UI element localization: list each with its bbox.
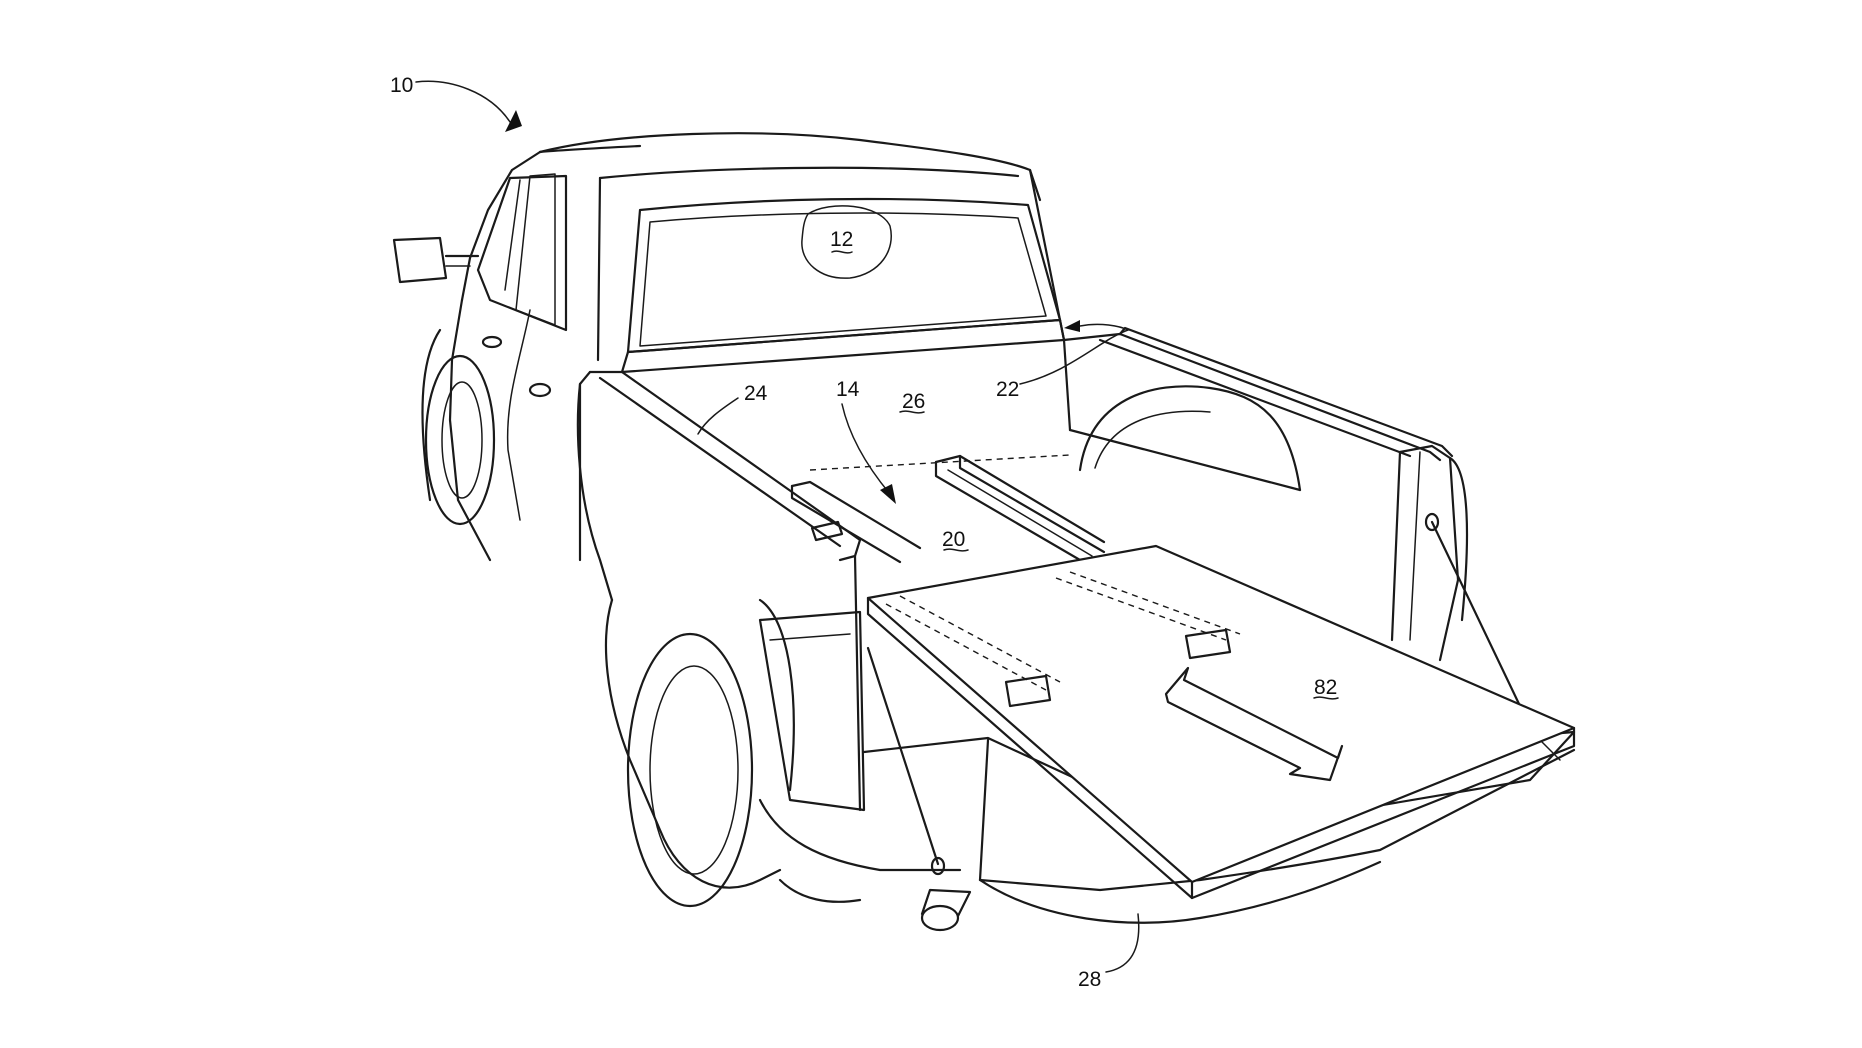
label-14: 14 <box>836 378 860 401</box>
label-26: 26 <box>902 390 925 413</box>
label-82: 82 <box>1314 676 1337 699</box>
label-22: 22 <box>996 378 1019 401</box>
arrow-14 <box>880 484 896 504</box>
label-10: 10 <box>390 74 413 97</box>
rear-wheel <box>604 598 972 932</box>
floor-rails <box>790 454 1106 564</box>
truck-bed <box>576 318 1522 812</box>
label-20: 20 <box>942 528 965 551</box>
label-12: 12 <box>830 228 853 251</box>
sliding-platform <box>866 544 1576 900</box>
leader-lines <box>415 80 1339 973</box>
truck-cab <box>392 132 1066 562</box>
label-24: 24 <box>744 382 768 405</box>
arrow-10 <box>505 110 522 132</box>
label-28: 28 <box>1078 968 1101 991</box>
arrow-22 <box>1064 320 1080 332</box>
